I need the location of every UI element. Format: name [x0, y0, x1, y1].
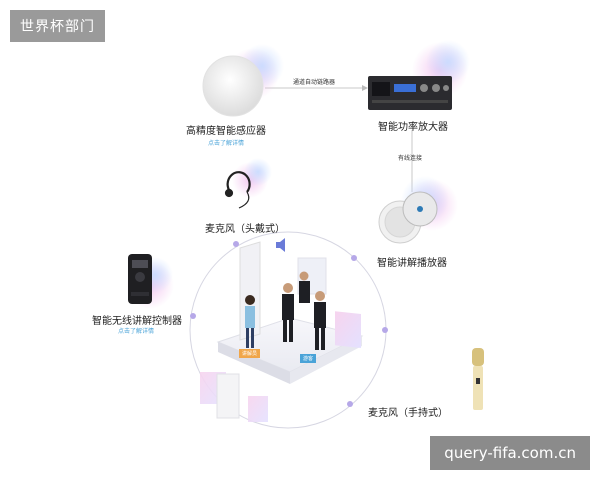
connector-amp-speaker-label: 有线连接 [398, 155, 423, 162]
handheld-mic-label: 麦克风（手持式） [368, 408, 448, 419]
connector-sensor-amp-label: 通道自动链路器 [293, 79, 336, 86]
speaker-label: 智能讲解播放器 [377, 258, 447, 269]
guide-badge: 讲解员 [239, 349, 261, 358]
headset-mic-device [224, 171, 251, 209]
sensor-detail-link[interactable]: 点击了解详情 [208, 140, 245, 147]
handheld-mic-device [472, 348, 484, 410]
sensor-label: 高精度智能感应器 [186, 126, 266, 137]
controller-label: 智能无线讲解控制器 [92, 316, 182, 327]
controller-device [128, 254, 152, 304]
scene-poster [335, 311, 361, 348]
sound-icon [276, 238, 285, 252]
watermark-bottom: query-fifa.com.cn [430, 436, 590, 470]
watermark-top: 世界杯部门 [10, 10, 105, 42]
visitor-badge: 游客 [300, 354, 317, 363]
pedestal [216, 373, 240, 419]
guide-figure [245, 295, 255, 348]
amplifier-label: 智能功率放大器 [378, 122, 448, 133]
amplifier-device [368, 76, 452, 110]
visitor-figures [282, 271, 326, 350]
headset-mic-label: 麦克风（头戴式） [205, 224, 285, 235]
controller-detail-link[interactable]: 点击了解详情 [118, 328, 155, 335]
sensor-device [202, 55, 264, 117]
speaker-device [378, 191, 438, 244]
